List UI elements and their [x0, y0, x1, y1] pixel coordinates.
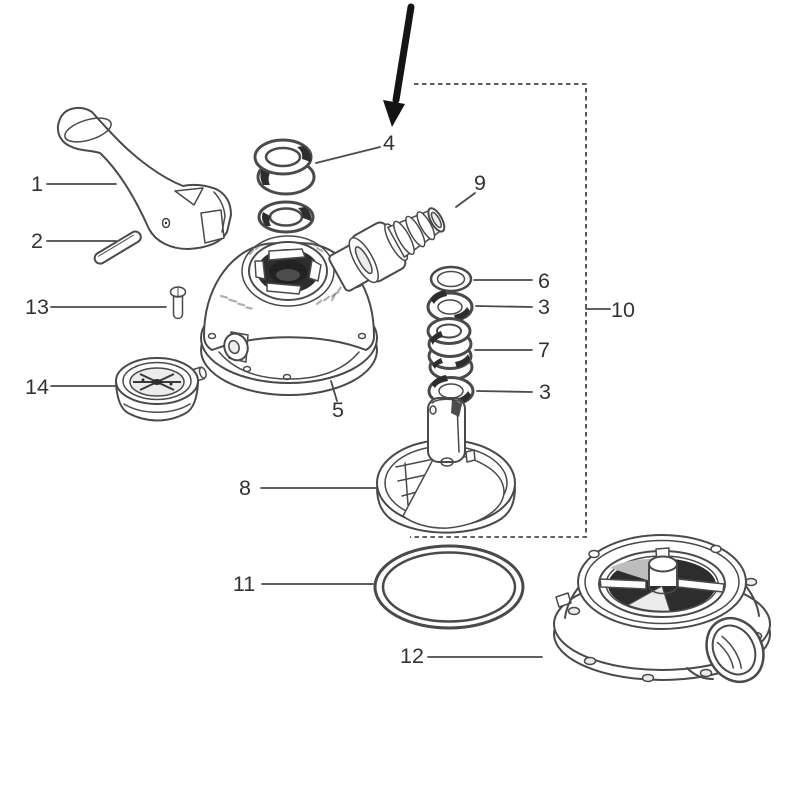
part-1-handle — [56, 106, 232, 250]
flange-bolt-holes — [567, 577, 763, 683]
leader-line — [475, 305, 533, 308]
part-label-7: 7 — [538, 338, 550, 362]
part-8-diverter — [376, 397, 516, 534]
part-label-8: 8 — [239, 476, 251, 500]
part-4-spring — [253, 138, 316, 196]
part-label-4: 4 — [383, 131, 395, 155]
part-7-spring — [426, 317, 474, 381]
part-label-6: 6 — [538, 269, 550, 293]
leader-line — [330, 380, 338, 402]
part-label-11: 11 — [233, 572, 255, 596]
part-14-sight-glass — [115, 357, 207, 422]
leader-line — [476, 390, 533, 393]
part-label-1: 1 — [31, 172, 43, 196]
part-label-13: 13 — [25, 295, 49, 319]
part-11-o-ring — [373, 544, 525, 630]
hub-stub — [648, 555, 678, 595]
part-5-valve-body — [200, 235, 378, 396]
part-13-screw — [169, 286, 187, 320]
part-2-pin — [93, 230, 142, 265]
part-label-9: 9 — [474, 171, 486, 195]
part-6-washer — [429, 265, 473, 293]
leader-line — [455, 192, 476, 208]
top-collar — [241, 235, 335, 307]
assembly-10-group-box — [410, 83, 611, 538]
part-label-2: 2 — [31, 229, 43, 253]
part-label-12: 12 — [400, 644, 424, 668]
part-label-5: 5 — [332, 398, 344, 422]
gauge-face-detail — [133, 373, 181, 391]
part-label-10: 10 — [611, 298, 635, 322]
flange-bolt-bosses — [207, 332, 367, 381]
part-9-hose-fitting — [328, 207, 446, 292]
part-3-washer-upper — [426, 290, 474, 323]
pointer-arrow — [383, 3, 415, 127]
diverter-stem — [427, 397, 476, 467]
engraved-markings — [219, 241, 342, 310]
callout-labels: 1 2 13 14 4 9 6 3 7 3 5 8 10 11 12 — [25, 131, 635, 668]
part-label-14: 14 — [25, 375, 49, 399]
part-label-3-upper: 3 — [538, 295, 550, 319]
part-12-bottom-housing — [553, 534, 771, 684]
leader-lines — [46, 146, 543, 658]
leader-line — [315, 146, 381, 164]
side-boss — [223, 331, 249, 363]
part-4-washer — [257, 200, 315, 234]
part-label-3-lower: 3 — [539, 380, 551, 404]
